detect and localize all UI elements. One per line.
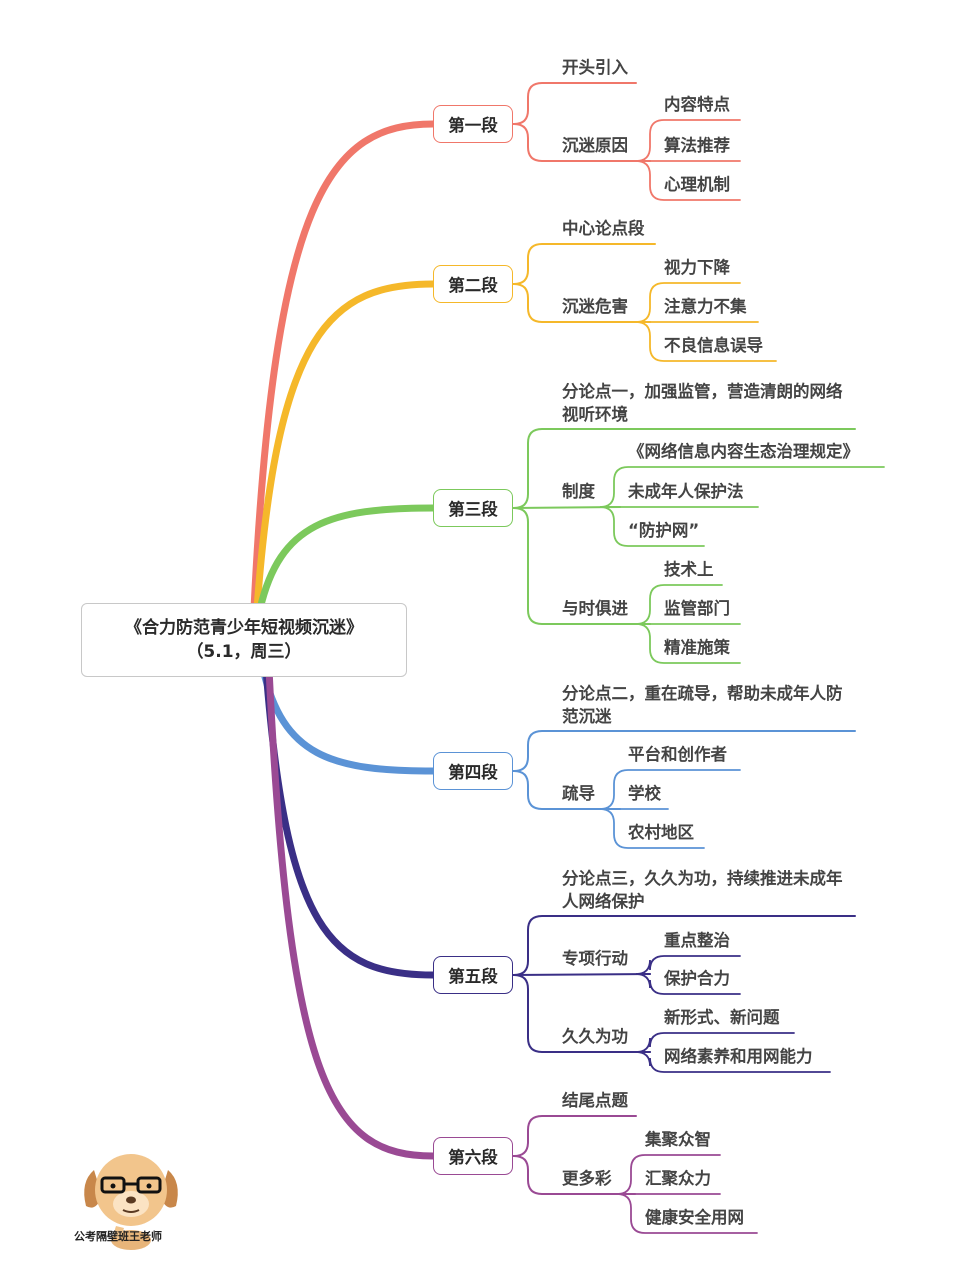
intro-label-6[interactable]: 结尾点题	[562, 1091, 628, 1110]
section-node-2[interactable]: 第二段	[433, 265, 513, 303]
intro-label-1[interactable]: 开头引入	[562, 58, 628, 77]
sub-label-4-1[interactable]: 疏导	[562, 784, 595, 803]
leaf-label-5-2-1[interactable]: 新形式、新问题	[664, 1008, 780, 1027]
intro-branch-1	[512, 82, 637, 125]
sub-branch-5-1	[512, 973, 651, 976]
leaf-label-2-1-1[interactable]: 视力下降	[664, 258, 730, 277]
dog-teacher-logo-icon	[84, 1154, 178, 1250]
sub-branch-3-2	[512, 507, 651, 625]
leaf-branch-6-1-3	[616, 1193, 758, 1234]
trunk-3	[256, 504, 437, 613]
section-node-3[interactable]: 第三段	[433, 489, 513, 527]
leaf-label-2-1-3[interactable]: 不良信息误导	[664, 336, 763, 355]
leaf-label-2-1-2[interactable]: 注意力不集	[664, 297, 747, 316]
leaf-label-4-1-3[interactable]: 农村地区	[628, 823, 694, 842]
sub-label-3-1[interactable]: 制度	[562, 482, 595, 501]
sub-label-1-1[interactable]: 沉迷原因	[562, 136, 628, 155]
intro-label-2[interactable]: 中心论点段	[562, 219, 645, 238]
sub-label-2-1[interactable]: 沉迷危害	[562, 297, 628, 316]
leaf-branch-2-1-3	[635, 321, 777, 362]
leaf-label-3-1-2[interactable]: 未成年人保护法	[628, 482, 744, 501]
sub-label-6-1[interactable]: 更多彩	[562, 1169, 612, 1188]
leaf-branch-4-1-1	[599, 769, 741, 810]
trunk-6	[265, 665, 437, 1160]
leaf-label-3-1-3[interactable]: “防护网”	[628, 521, 700, 540]
leaf-branch-3-1-3	[599, 506, 705, 547]
intro-label-3[interactable]: 分论点一，加强监管，营造清朗的网络视听环境	[562, 382, 843, 424]
root-node[interactable]: 《合力防范青少年短视频沉迷》 （5.1，周三）	[81, 603, 407, 677]
leaf-label-4-1-2[interactable]: 学校	[628, 784, 661, 803]
section-node-5[interactable]: 第五段	[433, 956, 513, 994]
sub-branch-2-1	[512, 283, 651, 323]
leaf-branch-5-2-2	[635, 1051, 831, 1073]
leaf-branch-5-1-2	[635, 973, 741, 995]
trunk-2	[253, 280, 437, 613]
leaf-branch-1-1-3	[635, 160, 741, 201]
leaf-label-3-2-3[interactable]: 精准施策	[664, 638, 730, 657]
sub-label-5-2[interactable]: 久久为功	[562, 1027, 628, 1046]
root-subtitle: （5.1，周三）	[186, 642, 302, 662]
leaf-label-3-1-1[interactable]: 《网络信息内容生态治理规定》	[628, 442, 859, 461]
trunk-4	[259, 665, 437, 775]
intro-branch-6	[512, 1115, 637, 1157]
root-title: 《合力防范青少年短视频沉迷》	[125, 618, 363, 638]
leaf-label-5-2-2[interactable]: 网络素养和用网能力	[664, 1047, 813, 1066]
sub-label-3-2[interactable]: 与时俱进	[562, 599, 628, 618]
leaf-branch-4-1-3	[599, 808, 705, 849]
intro-branch-4	[512, 730, 856, 772]
section-node-6[interactable]: 第六段	[433, 1137, 513, 1175]
leaf-label-3-2-2[interactable]: 监管部门	[664, 599, 730, 618]
sub-branch-1-1	[512, 123, 651, 162]
sub-label-5-1[interactable]: 专项行动	[562, 949, 628, 968]
watermark-caption: 公考隔壁班王老师	[74, 1230, 162, 1243]
leaf-label-5-1-2[interactable]: 保护合力	[664, 969, 730, 988]
leaf-label-6-1-3[interactable]: 健康安全用网	[645, 1208, 744, 1227]
leaf-label-1-1-2[interactable]: 算法推荐	[664, 136, 730, 155]
section-node-4[interactable]: 第四段	[433, 752, 513, 790]
leaf-label-6-1-1[interactable]: 集聚众智	[645, 1130, 711, 1149]
leaf-label-1-1-3[interactable]: 心理机制	[664, 175, 730, 194]
leaf-label-5-1-1[interactable]: 重点整治	[664, 931, 730, 950]
trunk-1	[250, 120, 437, 613]
leaf-branch-3-2-3	[635, 623, 741, 664]
section-node-1[interactable]: 第一段	[433, 105, 513, 143]
leaf-label-1-1-1[interactable]: 内容特点	[664, 95, 730, 114]
sub-branch-5-2	[512, 974, 651, 1053]
intro-branch-2	[512, 243, 656, 285]
sub-branch-6-1	[512, 1155, 636, 1195]
sub-branch-4-1	[512, 770, 621, 810]
leaf-label-3-2-1[interactable]: 技术上	[664, 560, 714, 579]
leaf-label-6-1-2[interactable]: 汇聚众力	[645, 1169, 711, 1188]
intro-label-4[interactable]: 分论点二，重在疏导，帮助未成年人防范沉迷	[562, 684, 843, 726]
intro-label-5[interactable]: 分论点三，久久为功，持续推进未成年人网络保护	[562, 869, 843, 911]
leaf-label-4-1-1[interactable]: 平台和创作者	[628, 745, 727, 764]
